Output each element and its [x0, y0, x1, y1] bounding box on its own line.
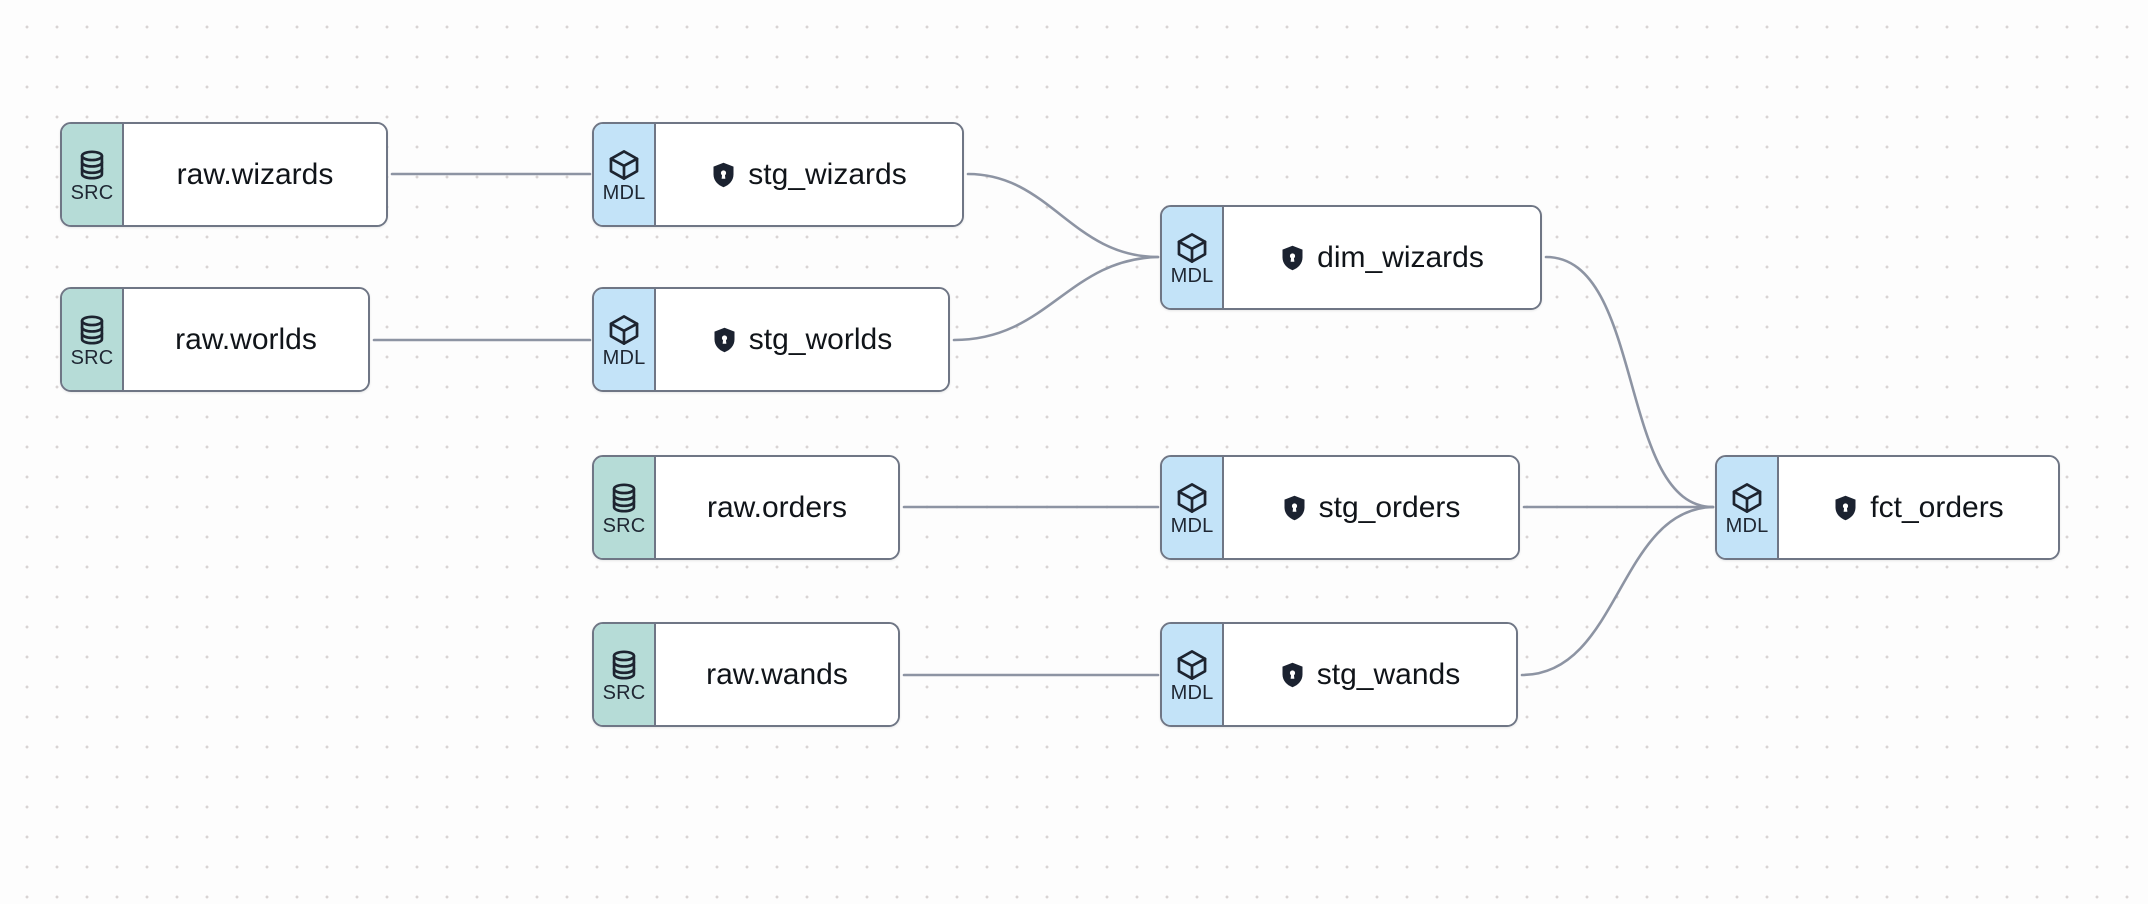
node-label: raw.wands [706, 657, 848, 691]
shield-lock-icon [1280, 662, 1305, 688]
node-label: dim_wizards [1317, 240, 1484, 274]
node-badge-mdl: MDL [594, 124, 656, 225]
shield-lock-icon [1282, 495, 1307, 521]
node-badge-mdl: MDL [1717, 457, 1779, 558]
edge-stg_wands-to-fct_orders [1520, 505, 1715, 677]
node-badge-label: MDL [1170, 681, 1214, 704]
node-badge-src: SRC [594, 457, 656, 558]
cube-icon [1175, 648, 1209, 682]
cube-icon [607, 148, 641, 182]
cube-icon [607, 313, 641, 347]
node-body: raw.wizards [124, 124, 386, 225]
node-body: stg_wands [1224, 624, 1516, 725]
node-label: stg_orders [1318, 490, 1461, 524]
edge-dim_wizards-to-fct_orders [1544, 255, 1715, 509]
node-badge-mdl: MDL [1162, 624, 1224, 725]
cube-icon [1175, 231, 1209, 265]
node-raw_orders[interactable]: SRC raw.orders [592, 455, 900, 560]
node-badge-label: MDL [1170, 264, 1214, 287]
node-body: stg_wizards [656, 124, 962, 225]
node-badge-label: MDL [1170, 514, 1214, 537]
node-raw_wands[interactable]: SRC raw.wands [592, 622, 900, 727]
node-badge-label: MDL [602, 346, 646, 369]
shield-lock-icon [1280, 245, 1305, 271]
node-body: stg_orders [1224, 457, 1518, 558]
node-label: stg_worlds [748, 322, 893, 356]
node-badge-label: MDL [1725, 514, 1769, 537]
node-badge-label: SRC [70, 181, 114, 204]
database-icon [607, 481, 641, 515]
node-badge-label: SRC [602, 514, 646, 537]
node-label: raw.worlds [175, 322, 317, 356]
node-badge-label: SRC [70, 346, 114, 369]
shield-lock-icon [711, 162, 736, 188]
node-badge-mdl: MDL [1162, 207, 1224, 308]
shield-lock-icon [1833, 495, 1858, 521]
node-dim_wizards[interactable]: MDL dim_wizards [1160, 205, 1542, 310]
node-badge-src: SRC [594, 624, 656, 725]
node-raw_worlds[interactable]: SRC raw.worlds [60, 287, 370, 392]
node-stg_worlds[interactable]: MDL stg_worlds [592, 287, 950, 392]
node-label: fct_orders [1870, 490, 2004, 524]
node-stg_orders[interactable]: MDL stg_orders [1160, 455, 1520, 560]
cube-icon [1730, 481, 1764, 515]
edge-stg_worlds-to-dim_wizards [952, 255, 1160, 342]
node-label: stg_wizards [748, 157, 907, 191]
node-body: fct_orders [1779, 457, 2058, 558]
node-body: stg_worlds [656, 289, 948, 390]
node-badge-src: SRC [62, 124, 124, 225]
shield-lock-icon [712, 327, 737, 353]
node-badge-label: SRC [602, 681, 646, 704]
cube-icon [1175, 481, 1209, 515]
node-raw_wizards[interactable]: SRC raw.wizards [60, 122, 388, 227]
database-icon [75, 313, 109, 347]
node-label: stg_wands [1316, 657, 1461, 691]
edge-stg_wizards-to-dim_wizards [966, 172, 1160, 259]
node-body: raw.worlds [124, 289, 368, 390]
node-body: raw.wands [656, 624, 898, 725]
node-badge-src: SRC [62, 289, 124, 390]
node-label: raw.orders [706, 490, 848, 524]
node-stg_wizards[interactable]: MDL stg_wizards [592, 122, 964, 227]
node-badge-mdl: MDL [1162, 457, 1224, 558]
node-fct_orders[interactable]: MDL fct_orders [1715, 455, 2060, 560]
database-icon [607, 648, 641, 682]
database-icon [75, 148, 109, 182]
node-stg_wands[interactable]: MDL stg_wands [1160, 622, 1518, 727]
node-body: raw.orders [656, 457, 898, 558]
node-badge-label: MDL [602, 181, 646, 204]
node-badge-mdl: MDL [594, 289, 656, 390]
node-label: raw.wizards [176, 157, 334, 191]
node-body: dim_wizards [1224, 207, 1540, 308]
